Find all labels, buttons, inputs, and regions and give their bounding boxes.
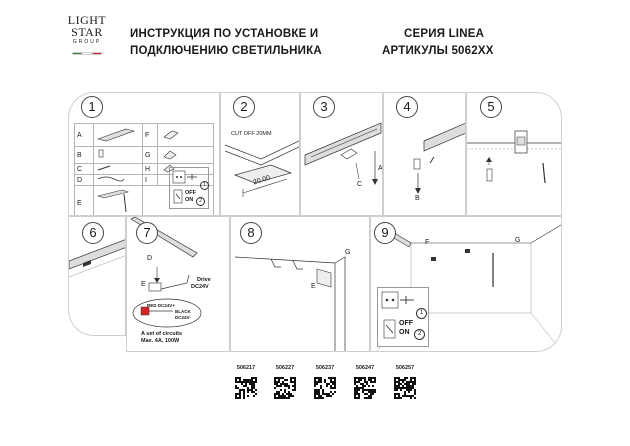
qr-code-icon[interactable]	[235, 377, 257, 399]
part-label-i: I	[142, 174, 158, 186]
socket-plug-icon	[172, 170, 197, 204]
step-number-8: 8	[240, 222, 262, 244]
part-label-f: F	[142, 123, 158, 147]
step-5-panel	[466, 92, 562, 216]
mount-rail-drawing	[69, 239, 125, 278]
step-number-2: 2	[233, 96, 255, 118]
dc-label: DC24V	[191, 284, 209, 290]
step-9-panel: F G 1 OFF ON 2	[370, 216, 562, 352]
logo-line-2: STAR	[71, 25, 103, 39]
step-1-panel: A F B G C H D I E	[68, 92, 220, 216]
label-d: D	[147, 255, 153, 262]
series-label: СЕРИЯ LINEA	[404, 28, 485, 40]
ceiling-mount-drawing	[467, 130, 561, 184]
qr-code-label: 506257	[395, 365, 415, 371]
clip-install-drawing	[413, 123, 465, 194]
screw-icon	[97, 165, 111, 171]
red-wire-label: RED DC24V+	[147, 303, 175, 308]
part-label-d: D	[74, 174, 94, 186]
part-e-drawing	[93, 185, 143, 215]
label-e: E	[311, 283, 316, 290]
title-line-1: ИНСТРУКЦИЯ ПО УСТАНОВКЕ И	[130, 28, 319, 40]
part-c-drawing	[93, 163, 143, 175]
part-label-c: C	[74, 163, 94, 175]
label-c: C	[357, 181, 363, 188]
label-e: E	[141, 281, 146, 288]
part-f-drawing	[157, 123, 214, 147]
qr-code-label: 506217	[236, 365, 256, 371]
driver-icon	[96, 189, 130, 213]
logo-flag	[72, 52, 102, 55]
part-b-drawing	[93, 146, 143, 164]
qr-code-icon[interactable]	[354, 377, 376, 399]
cut-profile-drawing	[224, 140, 299, 197]
label-b: B	[415, 195, 420, 202]
label-g: G	[515, 237, 521, 244]
table-row: B G	[74, 146, 214, 164]
part-label-b: B	[74, 146, 94, 164]
socket-plug-icon	[381, 291, 414, 339]
qr-code-icon[interactable]	[274, 377, 296, 399]
end-cap-icon	[163, 130, 179, 140]
qr-code-label: 506237	[315, 365, 335, 371]
title-line-2: ПОДКЛЮЧЕНИЮ СВЕТИЛЬНИКА	[130, 45, 322, 57]
step-3-panel: A C	[300, 92, 383, 216]
articles-label: АРТИКУЛЫ 5062XX	[382, 45, 494, 57]
table-row: A F	[74, 123, 214, 147]
logo-line-3: GROUP	[72, 39, 102, 45]
table-row: C H	[74, 163, 214, 175]
step-number-5: 5	[480, 96, 502, 118]
qr-code-icon[interactable]	[314, 377, 336, 399]
on-label: ON	[185, 197, 194, 203]
off-label: OFF	[399, 320, 413, 327]
profile-icon	[96, 128, 136, 142]
part-label-a: A	[74, 123, 94, 147]
part-a-drawing	[93, 123, 143, 147]
step-number-3: 3	[313, 96, 335, 118]
profile-install-drawing	[304, 122, 382, 185]
step-4-panel: B	[383, 92, 466, 216]
step-number-4: 4	[396, 96, 418, 118]
power-switch-box: 1 OFF ON 2	[377, 287, 429, 347]
qr-code-label: 506227	[275, 365, 295, 371]
logo-line-1: LIGHT	[67, 13, 107, 27]
corner-icon	[163, 150, 177, 160]
clip-icon	[98, 149, 104, 158]
note-circuits: A set of circuits	[141, 331, 183, 337]
table-row: D I	[74, 174, 214, 186]
step-number-6: 6	[82, 222, 104, 244]
drive-label: Drive	[197, 277, 211, 283]
part-d-drawing	[93, 174, 143, 186]
brand-logo: LIGHT STAR GROUP	[64, 14, 110, 62]
part-label-e: E	[74, 185, 94, 215]
label-g: G	[345, 249, 351, 256]
black-wire-label: BLACK	[175, 309, 191, 314]
power-switch-box: 1 OFF ON 2	[169, 167, 209, 209]
badge-1: 1	[200, 181, 209, 190]
badge-2: 2	[196, 197, 205, 206]
part-g-drawing	[157, 146, 214, 164]
on-label: ON	[399, 329, 410, 336]
step-number-7: 7	[136, 222, 158, 244]
black-dc-label: DC24V-	[175, 315, 191, 320]
off-label: OFF	[185, 190, 196, 196]
step-number-1: 1	[81, 96, 103, 118]
qr-code-icon[interactable]	[394, 377, 416, 399]
qr-code-label: 506247	[355, 365, 375, 371]
step-2-panel: CUT OFF 20MM 20.00	[220, 92, 300, 216]
step-number-9: 9	[374, 222, 396, 244]
label-f: F	[425, 239, 430, 246]
label-a: A	[378, 165, 383, 172]
part-label-g: G	[142, 146, 158, 164]
cable-icon	[97, 176, 125, 182]
note-max: Max. 4A, 100W	[141, 338, 180, 344]
part-label-h: H	[142, 163, 158, 175]
badge-2: 2	[414, 329, 425, 340]
badge-1: 1	[416, 308, 427, 319]
wall-mount-drawing	[234, 256, 346, 351]
cut-off-label: CUT OFF 20MM	[231, 131, 272, 137]
